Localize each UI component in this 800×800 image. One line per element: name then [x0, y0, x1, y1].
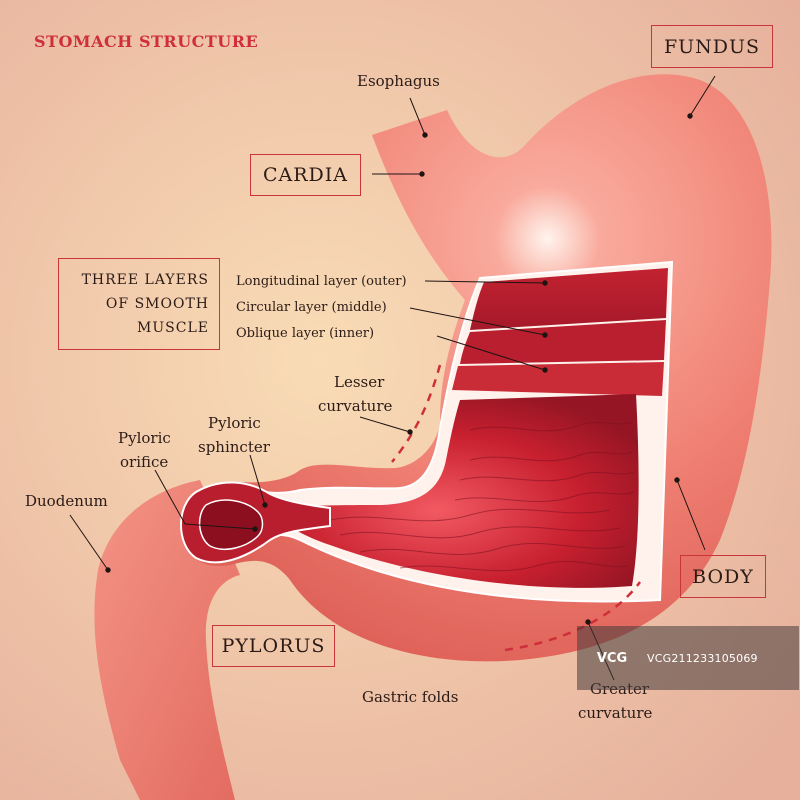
longitudinal-layer	[470, 268, 668, 330]
diagram-title: STOMACH STRUCTURE	[34, 32, 259, 51]
circular-layer-label: Circular layer (middle)	[236, 300, 387, 315]
lesser-curvature-label-2: curvature	[318, 397, 393, 415]
longitudinal-layer-label: Longitudinal layer (outer)	[236, 274, 407, 289]
body-label: BODY	[692, 565, 754, 588]
muscle-line-1: THREE LAYERS	[81, 272, 209, 288]
oblique-layer-label: Oblique layer (inner)	[236, 326, 375, 341]
watermark-id: VCG211233105069	[647, 651, 758, 665]
fundus-box: FUNDUS	[651, 25, 773, 68]
pyloric-orifice-shape	[198, 499, 264, 550]
circular-layer	[460, 320, 666, 364]
pylorus-label: PYLORUS	[221, 635, 326, 657]
body-box: BODY	[680, 555, 766, 598]
oblique-layer	[452, 362, 664, 396]
gastric-folds-label: Gastric folds	[362, 688, 459, 706]
stomach-interior	[272, 394, 639, 588]
cardia-label: CARDIA	[262, 164, 349, 186]
duodenum-label: Duodenum	[25, 492, 108, 510]
greater-curvature-label-2: curvature	[578, 704, 653, 722]
pyloric-orifice-label-2: orifice	[120, 453, 169, 471]
watermark: VCG VCG211233105069	[577, 626, 799, 690]
lesser-curvature-label-1: Lesser	[334, 373, 385, 391]
pylorus-box: PYLORUS	[212, 625, 335, 667]
pyloric-sphincter-label-2: sphincter	[198, 438, 270, 456]
pyloric-sphincter-label-1: Pyloric	[208, 414, 261, 432]
fundus-label: FUNDUS	[663, 35, 761, 58]
muscle-line-3: MUSCLE	[137, 320, 209, 336]
lesser-curvature-dash	[391, 364, 442, 463]
gastric-fold-lines	[329, 421, 635, 572]
pyloric-orifice-label-1: Pyloric	[118, 429, 171, 447]
muscle-line-2: OF SMOOTH	[105, 296, 209, 312]
cardia-box: CARDIA	[250, 154, 361, 196]
muscle-layers-box: THREE LAYERS OF SMOOTH MUSCLE	[58, 258, 220, 350]
watermark-logo: VCG	[596, 650, 628, 666]
esophagus-label: Esophagus	[357, 72, 440, 90]
